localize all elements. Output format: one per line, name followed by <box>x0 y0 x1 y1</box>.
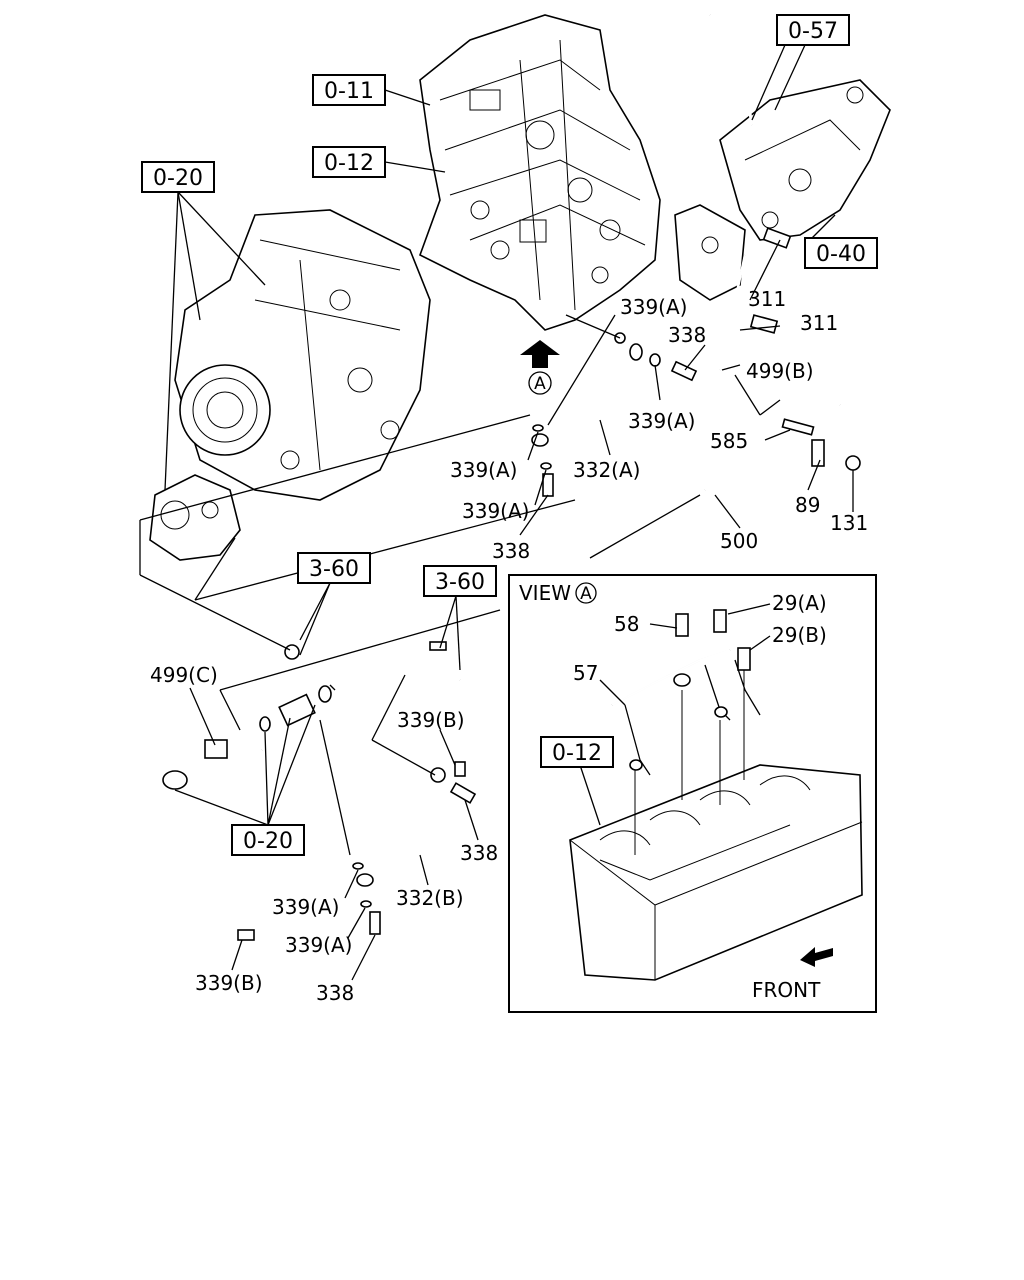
hose-500 <box>703 403 861 494</box>
hose-3-60 <box>284 600 465 683</box>
label-338-3: 338 <box>460 841 498 865</box>
svg-text:3-60: 3-60 <box>435 570 485 595</box>
pipe-332a <box>531 332 698 497</box>
label-89: 89 <box>795 493 820 517</box>
label-339a-5: 339(A) <box>272 895 339 919</box>
label-332b: 332(B) <box>396 886 464 910</box>
svg-text:0-20: 0-20 <box>153 166 203 191</box>
view-label-58: 58 <box>614 612 639 636</box>
svg-text:3-60: 3-60 <box>309 557 359 582</box>
ref-0-20-bottom: 0-20 <box>231 824 305 856</box>
view-label-29b: 29(B) <box>772 623 827 647</box>
ref-3-60-a: 3-60 <box>297 552 371 584</box>
vacuum-pump <box>149 474 241 561</box>
label-339a-6: 339(A) <box>285 933 352 957</box>
label-339b-2: 339(B) <box>195 971 263 995</box>
label-311-2: 311 <box>800 311 838 335</box>
svg-text:0-12: 0-12 <box>324 151 374 176</box>
ref-0-12: 0-12 <box>312 146 386 178</box>
view-a-inset: VIEW A 58 29(A) 29(B <box>508 574 877 1013</box>
view-title-marker: A <box>580 584 592 604</box>
label-339a-2: 339(A) <box>628 409 695 433</box>
view-ref-0-12: 0-12 <box>552 741 602 766</box>
leader-lines <box>139 44 854 981</box>
label-499c: 499(C) <box>150 663 218 687</box>
svg-text:0-40: 0-40 <box>816 242 866 267</box>
label-500: 500 <box>720 529 758 553</box>
label-131: 131 <box>830 511 868 535</box>
label-499b: 499(B) <box>746 359 814 383</box>
label-311-1: 311 <box>748 287 786 311</box>
label-585: 585 <box>710 429 748 453</box>
ref-0-20-top: 0-20 <box>141 161 215 193</box>
label-339b-1: 339(B) <box>397 708 465 732</box>
ref-0-40: 0-40 <box>804 237 878 269</box>
front-arrow-icon <box>800 947 833 967</box>
fitting-499c <box>162 685 332 790</box>
label-338-1: 338 <box>668 323 706 347</box>
ref-0-11: 0-11 <box>312 74 386 106</box>
engine-block <box>419 14 661 331</box>
ref-3-60-b: 3-60 <box>423 565 497 597</box>
svg-text:0-11: 0-11 <box>324 79 374 104</box>
view-a-arrow: A <box>520 340 560 395</box>
label-332a: 332(A) <box>573 458 640 482</box>
svg-text:0-20: 0-20 <box>243 829 293 854</box>
view-label-57: 57 <box>573 661 598 685</box>
timing-case <box>174 209 431 501</box>
ref-0-57: 0-57 <box>776 14 850 46</box>
label-339a-4: 339(A) <box>462 499 529 523</box>
view-title: VIEW <box>519 581 571 605</box>
mounting-bracket <box>674 79 891 301</box>
view-label-29a: 29(A) <box>772 591 827 615</box>
view-a-marker: A <box>534 374 546 394</box>
part-labels: 339(A) 338 311 311 499(B) 339(A) 585 339… <box>150 287 868 1005</box>
label-339a-1: 339(A) <box>620 295 687 319</box>
pipe-332b <box>237 761 477 941</box>
view-front-label: FRONT <box>752 978 821 1002</box>
label-338-2: 338 <box>492 539 530 563</box>
label-338-4: 338 <box>316 981 354 1005</box>
svg-text:0-57: 0-57 <box>788 19 838 44</box>
label-339a-3: 339(A) <box>450 458 517 482</box>
